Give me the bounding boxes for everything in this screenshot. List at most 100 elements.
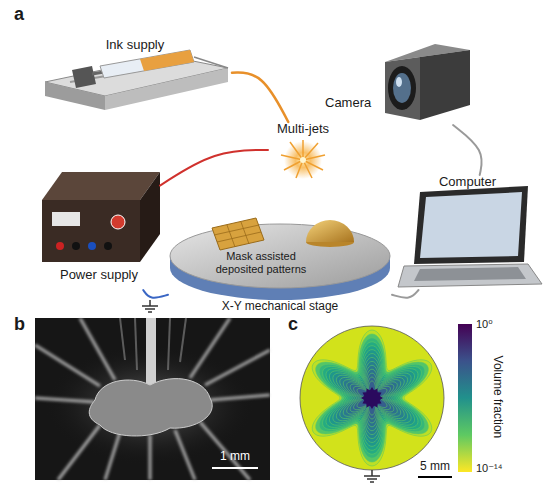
- ground-symbol: [364, 470, 380, 482]
- grid-line: [241, 222, 249, 244]
- concentration-contour: [326, 346, 418, 451]
- nozzle: [146, 318, 156, 388]
- simulation-map: [300, 326, 444, 470]
- concentration-contour: [350, 373, 394, 423]
- ground-line: [364, 475, 380, 477]
- ground-line: [142, 305, 158, 307]
- spray-core: [300, 157, 306, 163]
- tick-label: 10⁰: [476, 318, 516, 331]
- power-supply: Power supply: [38, 160, 160, 290]
- syringe-pump: Ink supply: [38, 38, 232, 112]
- camera-lens: [388, 66, 416, 110]
- panel-letter: c: [288, 314, 308, 335]
- camera-front: [385, 57, 420, 120]
- ground-line: [148, 311, 152, 313]
- device-label: Camera: [325, 96, 385, 111]
- ground-wire: [143, 290, 168, 298]
- color-bar: [458, 324, 472, 472]
- jet-streak: [190, 318, 230, 378]
- laptop-base: [398, 264, 542, 287]
- jet-streak: [175, 430, 195, 480]
- supply-top: [42, 172, 160, 200]
- photo-background: [35, 318, 270, 480]
- supply-jack: [104, 242, 112, 250]
- laptop-computer: Computer: [395, 175, 540, 290]
- jet-streak: [80, 318, 115, 380]
- supply-jack: [56, 242, 64, 250]
- device-label: Computer: [395, 175, 540, 190]
- jet: [303, 160, 312, 178]
- grid-line: [214, 225, 259, 235]
- grid-lines: [214, 222, 261, 247]
- concentration-contour: [340, 361, 404, 434]
- supply-jack: [88, 242, 96, 250]
- syringe-needle: [194, 57, 228, 68]
- panel-letter: b: [14, 314, 34, 335]
- ground-line: [149, 300, 151, 306]
- ground-line: [367, 478, 377, 480]
- emitter: [120, 318, 125, 360]
- camera-cable: [453, 125, 482, 175]
- syringe-ink: [140, 50, 194, 71]
- concentration-contour: [319, 338, 425, 458]
- jet-streak: [149, 435, 152, 480]
- lens-glass: [393, 73, 411, 103]
- ground-line: [370, 481, 374, 483]
- device-label: Multi-jets: [258, 122, 348, 137]
- lens-highlight: [396, 77, 402, 87]
- syringe-barrel: [100, 50, 194, 78]
- ground-line: [145, 308, 155, 310]
- ground-line: [371, 470, 373, 476]
- supply-side: [140, 172, 160, 262]
- ground-symbol: [142, 300, 158, 312]
- emitter: [168, 318, 170, 370]
- tick-label: 10⁻¹⁴: [476, 462, 516, 475]
- mask-grid: [212, 218, 264, 250]
- laptop-screen: [420, 192, 522, 258]
- xy-stage: Mask assisted deposited patternsX-Y mech…: [168, 210, 392, 314]
- panel-letter: a: [14, 4, 34, 25]
- jet: [281, 155, 303, 160]
- concentration-contour: [347, 369, 398, 427]
- jet: [303, 155, 325, 160]
- concentration-contour: [343, 365, 400, 430]
- emitter: [135, 318, 137, 370]
- stage-cable: [392, 290, 419, 298]
- scale-label: 5 mm: [410, 460, 460, 474]
- photo-jets: [35, 318, 270, 480]
- jet-streak: [205, 350, 270, 385]
- device-label: Mask assisted deposited patterns: [206, 250, 316, 275]
- liquid-meniscus: [89, 379, 212, 436]
- pump-front: [45, 82, 105, 110]
- concentration-contour: [336, 357, 407, 438]
- spray-jets: [281, 140, 325, 178]
- laptop-frame: [414, 186, 528, 264]
- concentration-contour: [330, 350, 415, 447]
- nozzle-core: [361, 387, 383, 409]
- domain-circle: [300, 326, 444, 470]
- jet-streak: [35, 345, 100, 386]
- emitter: [180, 318, 186, 362]
- supply-knob: [111, 215, 125, 229]
- concentration-contour: [312, 330, 431, 466]
- grid-line: [227, 225, 235, 247]
- device-label: Ink supply: [38, 38, 232, 53]
- colorbar-title: Volume fraction: [490, 337, 504, 457]
- stage-top: [170, 224, 390, 288]
- jet-streak: [210, 395, 270, 400]
- supply-jack: [72, 242, 80, 250]
- laptop-keyboard: [414, 267, 526, 281]
- concentration-contour: [354, 377, 391, 419]
- scale-bar: [418, 476, 452, 478]
- jet: [284, 160, 303, 170]
- high-voltage-wire: [160, 150, 268, 186]
- ink-tube: [232, 73, 288, 122]
- pump-pusher: [72, 66, 96, 88]
- device-label: X-Y mechanical stage: [190, 300, 370, 314]
- spray-glow: [284, 141, 322, 179]
- jet-streak: [35, 398, 95, 402]
- concentration-contour: [316, 334, 429, 462]
- jet-streak: [58, 425, 100, 480]
- multi-jet-spray: Multi-jets: [268, 122, 338, 178]
- gold-dome: [306, 220, 354, 242]
